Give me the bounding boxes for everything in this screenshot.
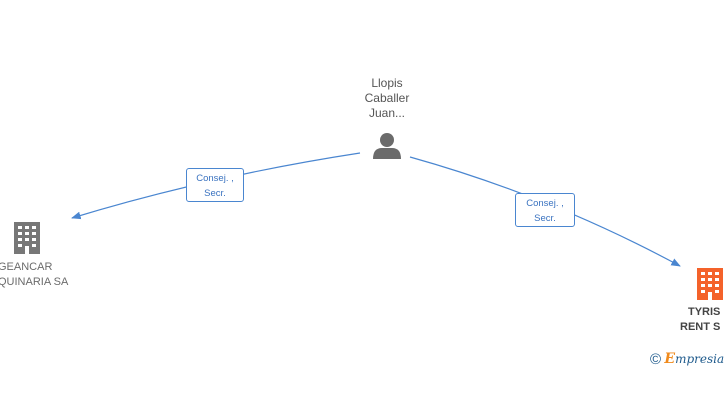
company-name-line-1: GEANCAR [0,261,53,273]
company-label-right[interactable]: TYRIS RENT S [680,305,720,335]
edge-label-line-1: Consej. , [526,198,564,209]
person-name-line-3: Juan... [368,106,406,120]
person-name-label[interactable]: Llopis Caballer Juan... [327,76,447,121]
company-name-line-1: TYRIS [688,306,721,318]
copyright-icon: © [650,351,662,368]
person-name-line-1: Llopis [371,76,403,90]
edge-label-line-2: Secr. [204,188,226,199]
company-label-left[interactable]: GEANCAR QUINARIA SA [0,260,68,290]
brand-name: mpresia [675,352,725,366]
company-name-line-2: RENT S [680,321,721,333]
empresia-watermark: © Empresia [650,351,724,371]
building-icon[interactable] [14,222,40,254]
edge-label-line-2: Secr. [534,213,556,224]
company-name-line-2: QUINARIA SA [0,276,69,288]
brand-initial: E [664,351,676,367]
edge-label-line-1: Consej. , [196,173,234,184]
person-name-line-2: Caballer [364,91,410,105]
person-icon[interactable] [373,133,401,159]
edge-label-2[interactable]: Consej. , Secr. [515,193,575,227]
edge-label-1[interactable]: Consej. , Secr. [186,168,244,202]
building-icon-highlighted[interactable] [697,268,723,300]
